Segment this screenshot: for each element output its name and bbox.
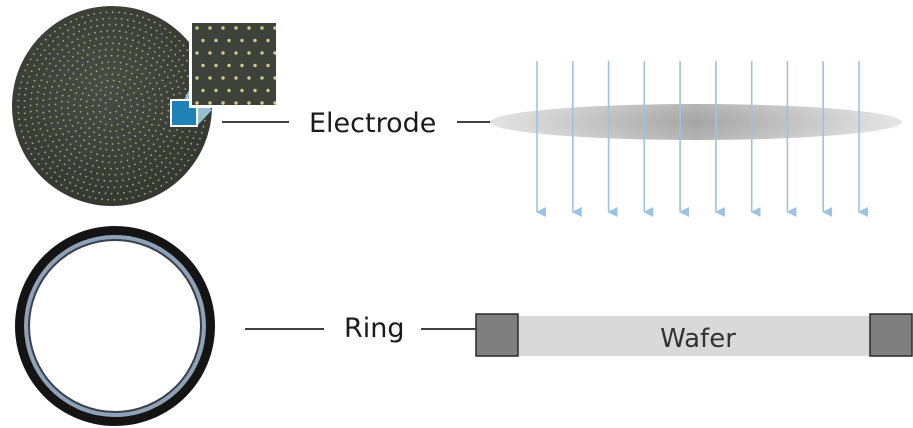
wafer-label: Wafer	[660, 324, 736, 354]
ring-left-cross-section	[475, 313, 519, 357]
ring-label: Ring	[344, 313, 405, 344]
ring-center	[30, 241, 200, 411]
ring-right-cross-section	[869, 313, 913, 357]
plasma-cloud	[490, 104, 902, 140]
field-arrows	[536, 61, 868, 217]
wafer-diagram: Wafer	[475, 313, 913, 357]
electrode-disk-photo	[12, 6, 212, 206]
inset-image	[192, 23, 276, 105]
inset-hole-pattern	[195, 26, 276, 105]
ring-photo	[15, 226, 215, 426]
wafer-body	[518, 316, 870, 356]
electrode-hole-pattern	[17, 11, 207, 201]
electrode-disk	[12, 6, 212, 206]
electrode-label: Electrode	[309, 108, 436, 139]
electrode-detail-inset	[170, 20, 279, 127]
